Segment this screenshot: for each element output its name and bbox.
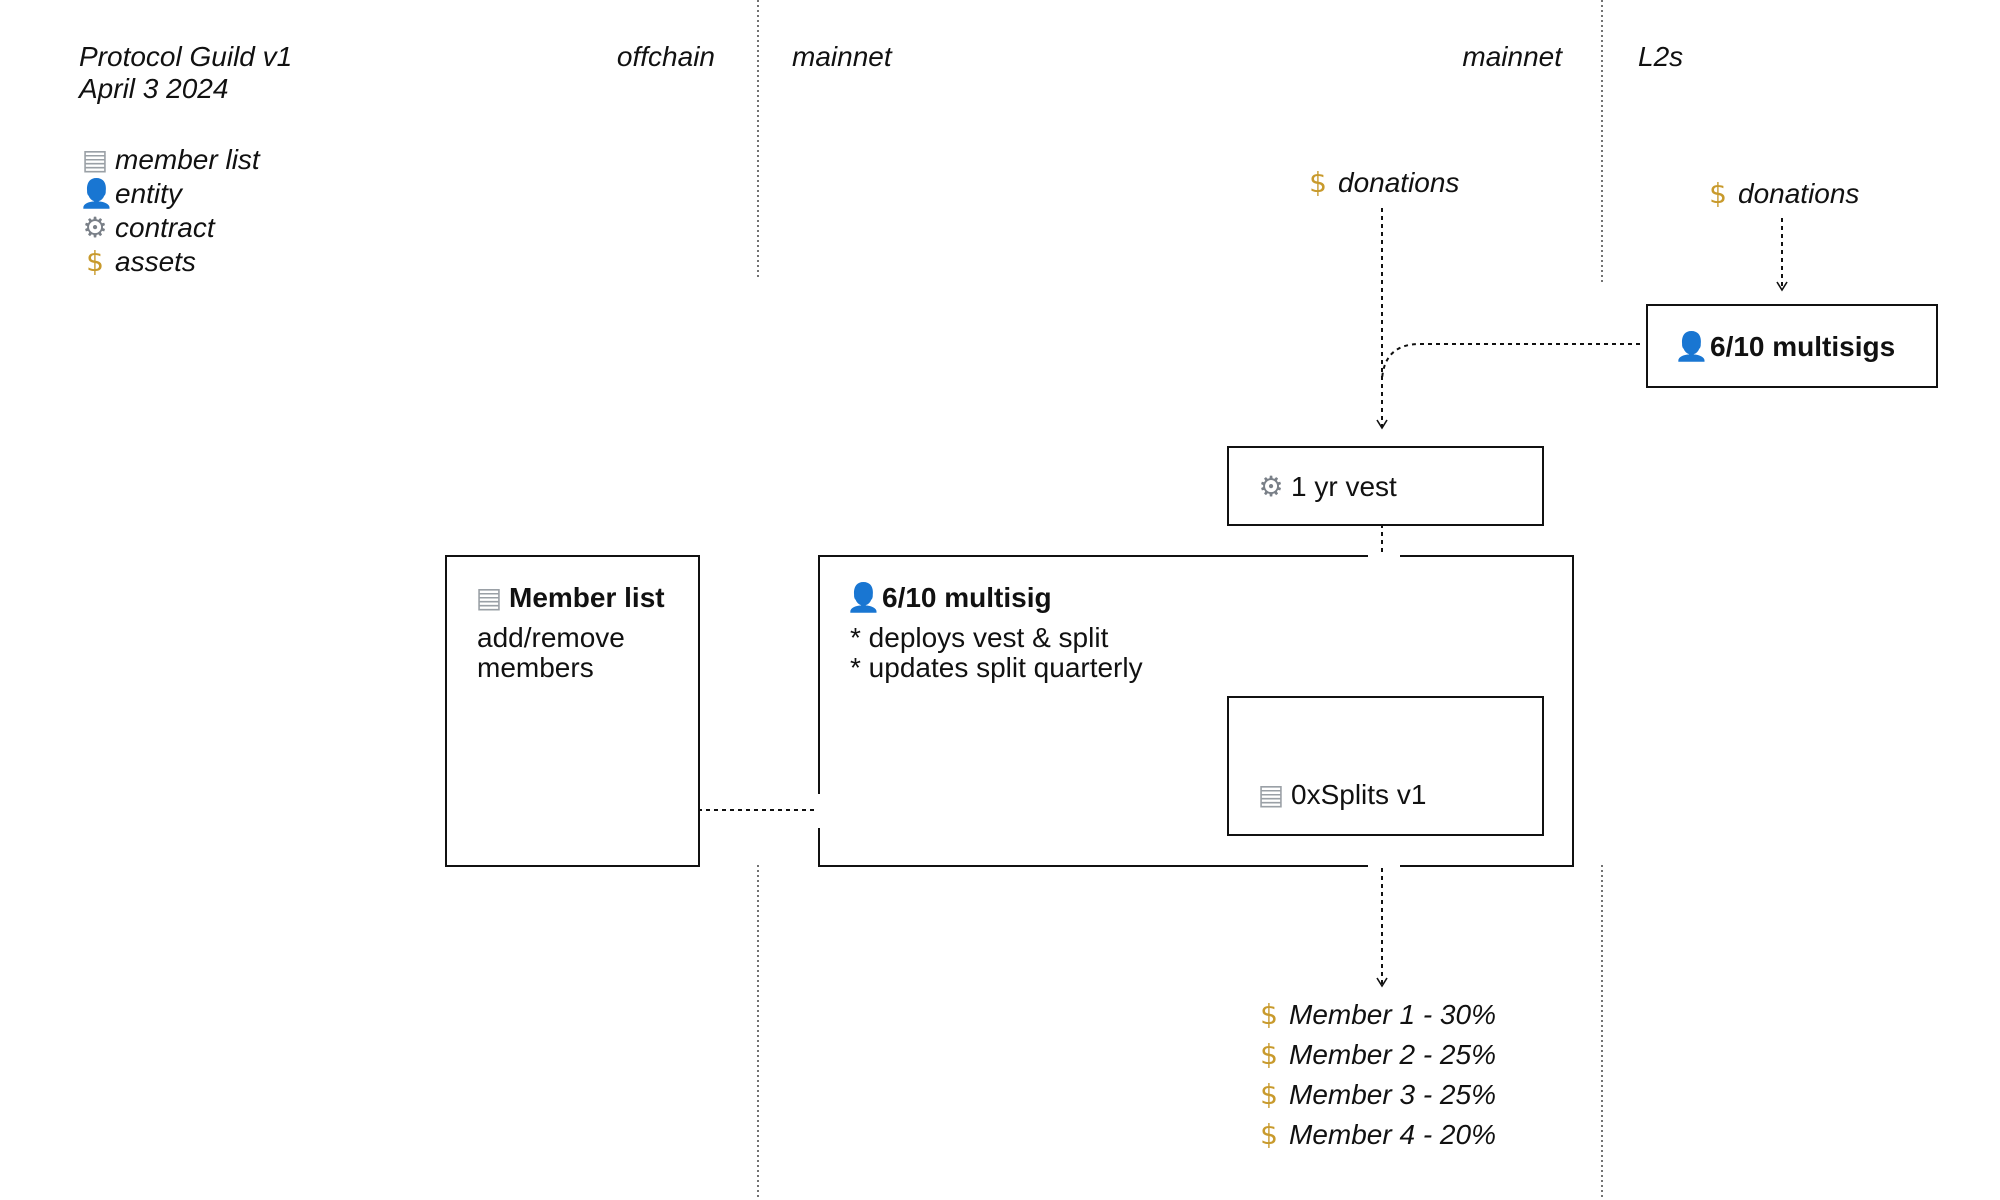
scroll-icon: ▤ [475, 581, 503, 614]
l2-multisigs-label: 👤6/10 multisigs [1674, 330, 1896, 363]
border-gap-top [1368, 554, 1400, 559]
member-payout-item: $Member 1 - 30% [1253, 995, 1496, 1035]
title-line: Protocol Guild v1 [79, 41, 293, 72]
l2-multisigs-box: 👤6/10 multisigs [1646, 304, 1938, 388]
member-list-description: add/remove members [477, 622, 625, 683]
legend-item: $assets [79, 245, 260, 279]
vest-label: ⚙1 yr vest [1255, 470, 1396, 503]
column-label-l2s: L2s [1638, 41, 1684, 72]
donations-l2: $donations [1702, 177, 1859, 210]
column-label-mainnet-right: mainnet [1462, 41, 1562, 72]
person-icon: 👤 [1674, 330, 1709, 363]
multisig-duties: * deploys vest & split * updates split q… [850, 622, 1143, 683]
member-list-box: ▤Member list add/remove members [445, 555, 700, 867]
scroll-icon: ▤ [81, 143, 109, 176]
person-icon: 👤 [79, 177, 114, 210]
money-bag-icon: $ [1260, 1118, 1278, 1151]
gear-icon: ⚙ [82, 211, 108, 244]
splits-label: ▤0xSplits v1 [1255, 778, 1427, 811]
vest-contract-box: ⚙1 yr vest [1227, 446, 1544, 526]
legend-item: ▤member list [79, 143, 260, 177]
legend: ▤member list 👤entity ⚙contract $assets [79, 143, 260, 279]
donations-mainnet: $donations [1302, 166, 1459, 199]
scroll-icon: ▤ [1257, 778, 1285, 811]
member-list-title: ▤Member list [473, 581, 665, 614]
border-gap-left [817, 794, 822, 828]
money-bag-icon: $ [1260, 998, 1278, 1031]
column-label-offchain: offchain [616, 41, 715, 72]
arrow-l2-multisigs-to-vest [1381, 343, 1640, 381]
border-gap-bottom [1368, 863, 1400, 868]
diagram-title: Protocol Guild v1 April 3 2024 [79, 41, 292, 105]
money-bag-icon: $ [1260, 1038, 1278, 1071]
column-label-mainnet-left: mainnet [792, 41, 892, 72]
member-payout-item: $Member 3 - 25% [1253, 1075, 1496, 1115]
person-icon: 👤 [846, 581, 881, 614]
gear-icon: ⚙ [1258, 470, 1284, 503]
money-bag-icon: $ [1709, 177, 1727, 210]
money-bag-icon: $ [86, 245, 104, 278]
member-payouts: $Member 1 - 30% $Member 2 - 25% $Member … [1253, 995, 1496, 1155]
legend-item: 👤entity [79, 177, 182, 210]
money-bag-icon: $ [1260, 1078, 1278, 1111]
splits-contract-box: ▤0xSplits v1 [1227, 696, 1544, 836]
member-payout-item: $Member 2 - 25% [1253, 1035, 1496, 1075]
date-line: April 3 2024 [79, 73, 229, 104]
multisig-title: 👤6/10 multisig [846, 581, 1052, 614]
member-payout-item: $Member 4 - 20% [1253, 1115, 1496, 1155]
legend-item: ⚙contract [79, 211, 260, 245]
money-bag-icon: $ [1309, 166, 1327, 199]
